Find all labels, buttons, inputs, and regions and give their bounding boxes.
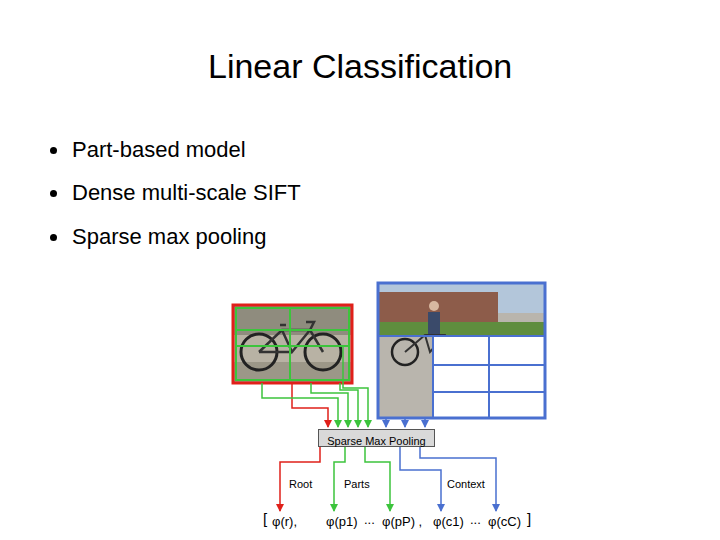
input-wires <box>262 346 425 427</box>
ellipsis: ... <box>470 512 481 528</box>
ellipsis: ... <box>364 512 375 528</box>
bullet-text: Sparse max pooling <box>72 224 266 250</box>
slide-title: Linear Classification <box>208 46 512 87</box>
bullet-text: Dense multi-scale SIFT <box>72 180 301 206</box>
box-text: Sparse Max Pooling <box>327 435 425 448</box>
term-text: φ(p1) <box>326 514 358 530</box>
feature-term: φ(pP) , <box>382 512 424 528</box>
feature-term: φ(c1) <box>433 512 465 528</box>
term-text: φ(pP) , <box>382 514 422 530</box>
term-text: φ(cC) <box>488 514 521 530</box>
term-text: φ(r), <box>272 514 297 530</box>
bullet-dot <box>50 190 57 197</box>
connector <box>280 447 320 511</box>
feature-term: φ(cC) <box>488 512 522 528</box>
bullet-dot <box>50 234 57 241</box>
group-label: Parts <box>344 478 370 491</box>
bracket: [ <box>263 510 267 528</box>
term-text: φ(c1) <box>433 514 464 530</box>
context-photo <box>378 283 545 418</box>
feature-term: φ(p1) <box>326 512 359 528</box>
bike-photo <box>233 305 352 383</box>
connector <box>334 447 345 511</box>
pooling-box: Sparse Max Pooling <box>318 429 435 447</box>
group-label: Root <box>289 478 312 491</box>
feature-term: φ(r), <box>272 512 299 528</box>
bullet-text: Part-based model <box>72 137 246 163</box>
group-label: Context <box>447 478 485 491</box>
connector <box>420 447 496 511</box>
bullet-dot <box>50 147 57 154</box>
bracket: ] <box>527 510 531 528</box>
